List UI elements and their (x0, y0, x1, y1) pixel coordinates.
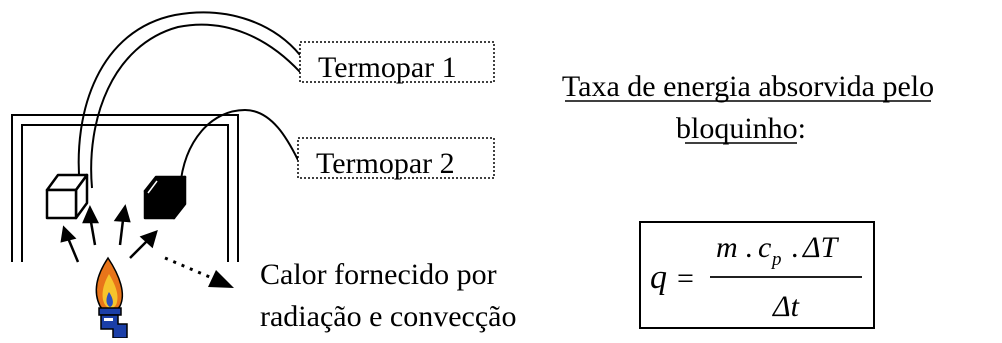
formula-delta-t: ΔT (802, 231, 840, 264)
formula-denominator: Δt (772, 290, 800, 323)
flame-inner (102, 274, 118, 309)
formula-lhs: q (650, 259, 667, 296)
formula-subscript-p: p (770, 249, 782, 270)
formula-equals: = (677, 262, 694, 295)
wireframe-cube-icon (45, 173, 89, 220)
black-cube-highlight (147, 180, 158, 194)
thermocouple-2-box (297, 137, 495, 179)
thermocouple-1-box (299, 41, 495, 83)
black-cube-icon (143, 175, 187, 220)
flame-core (106, 292, 113, 307)
radiation-arrow (164, 256, 234, 288)
bunsen-burner-icon (95, 256, 128, 339)
heat-label-line-1: Calor fornecido por (260, 258, 497, 291)
thermocouple-1-label: Termopar 1 (318, 51, 457, 84)
enclosure (11, 114, 239, 262)
formula-dot-1: . (745, 231, 753, 264)
heat-label-line-2: radiação e convecção (260, 300, 516, 333)
formula-dot-2: . (791, 231, 799, 264)
formula-c: c (758, 231, 771, 264)
heat-arrows (60, 204, 158, 263)
formula-box (639, 221, 875, 329)
heading-line-1: Taxa de energia absorvida pelo (562, 70, 934, 103)
thermocouple-wires (77, 11, 301, 189)
heading-line-2: bloquinho: (676, 112, 806, 145)
formula-m: m (716, 231, 738, 264)
thermocouple-2-label: Termopar 2 (316, 147, 455, 180)
